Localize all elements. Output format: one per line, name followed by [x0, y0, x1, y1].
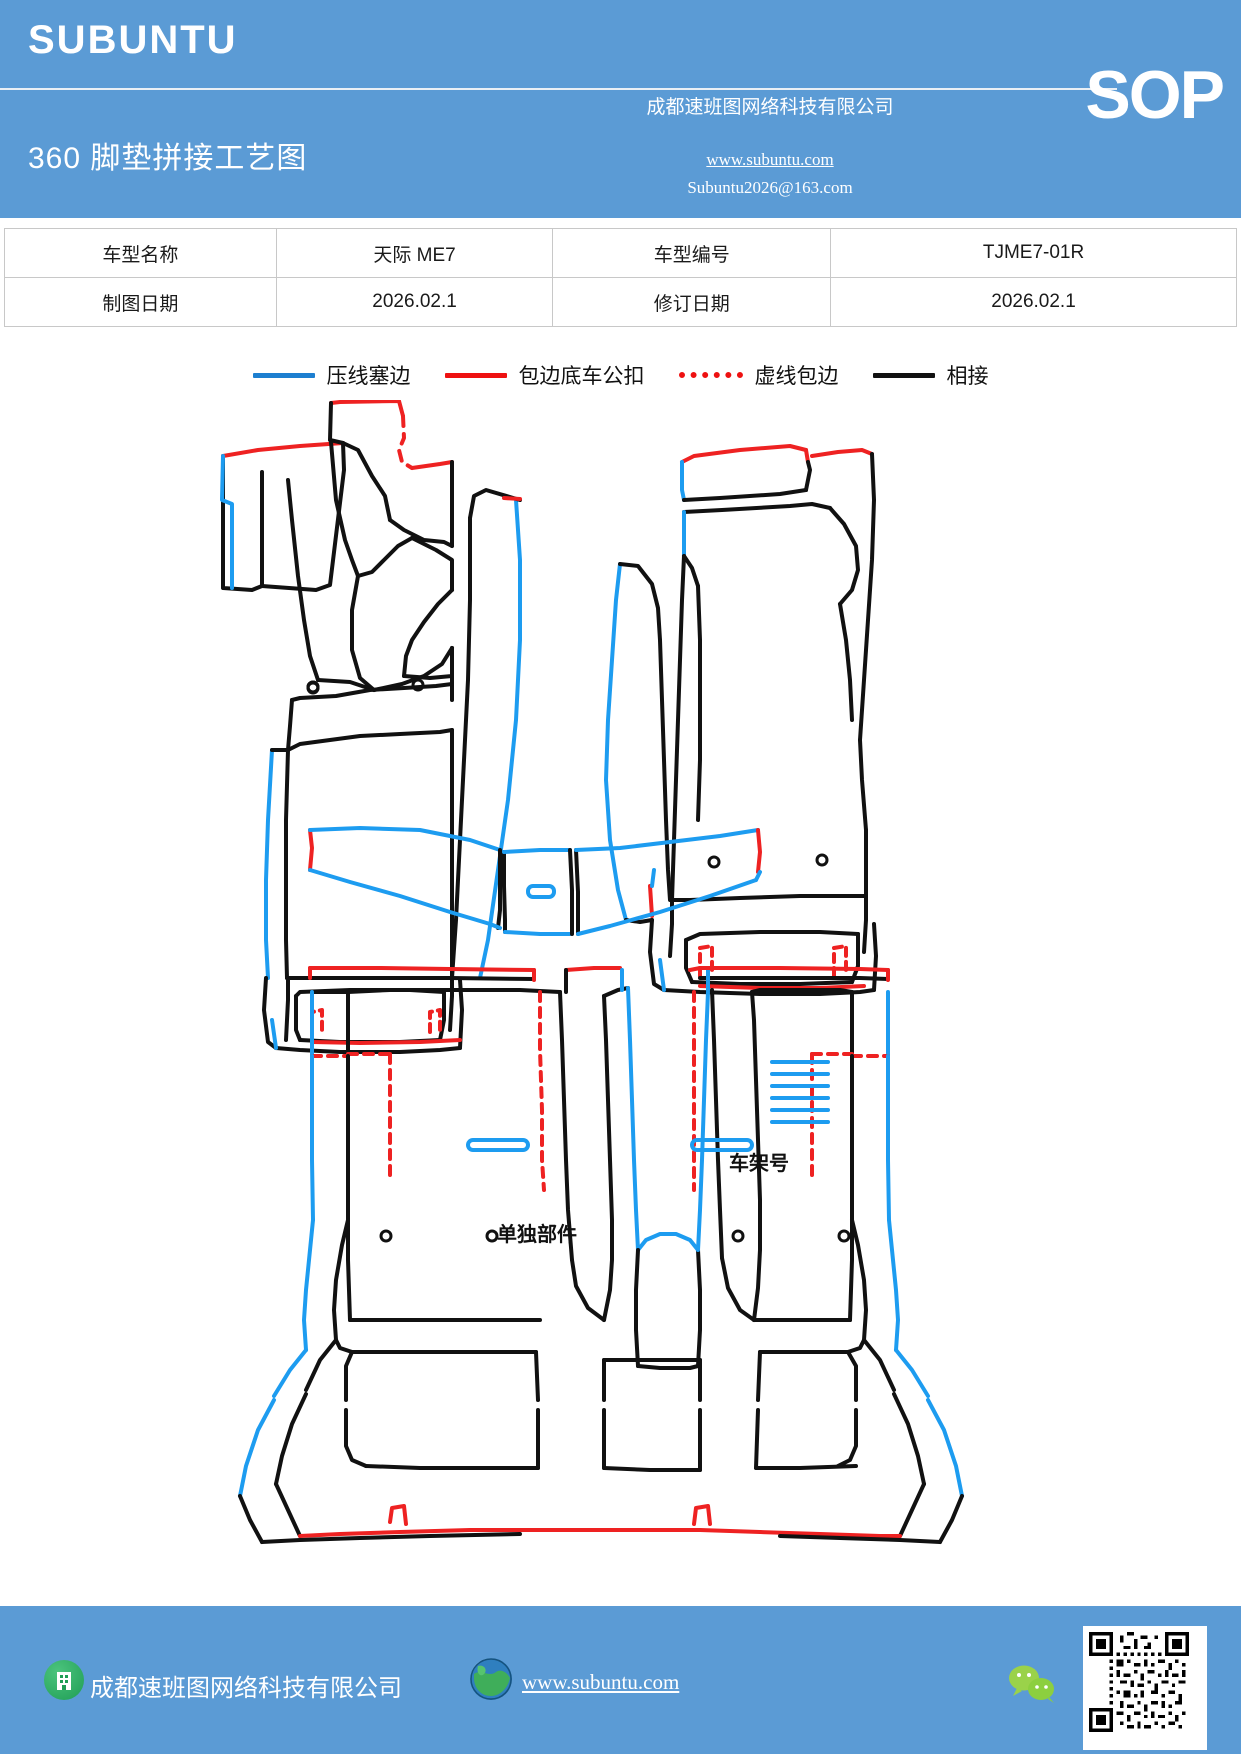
qr-code [1083, 1626, 1207, 1750]
label-model-code: 车型编号 [552, 228, 832, 278]
label-model-name: 车型名称 [4, 228, 277, 278]
value-revision-date: 2026.02.1 [830, 277, 1237, 327]
footer-company-name: 成都速班图网络科技有限公司 [90, 1675, 402, 1702]
globe-icon [470, 1658, 512, 1700]
floor-mat-technical-drawing: 车架号 单独部件 [0, 400, 1241, 1410]
legend-swatch-black-icon [872, 372, 935, 378]
building-icon [44, 1660, 84, 1700]
page-header: SUBUNTU 360 脚垫拼接工艺图 SOP 成都速班图网络科技有限公司 ww… [0, 0, 1241, 218]
annotation-separate-part: 单独部件 [497, 1224, 577, 1246]
legend-swatch-blue-icon [252, 372, 315, 378]
value-model-name: 天际 ME7 [275, 228, 554, 278]
footer-website-link[interactable]: www.subuntu.com [522, 1670, 680, 1694]
header-email: Subuntu2026@163.com [687, 178, 853, 197]
label-revision-date: 修订日期 [552, 277, 832, 327]
vehicle-info-table: 车型名称 天际 ME7 车型编号 TJME7-01R 制图日期 2026.02.… [4, 228, 1237, 327]
mat-pattern-tail-svg [238, 1392, 964, 1544]
legend-item-dotted-edge: 虚线包边 [678, 360, 839, 390]
value-model-code: TJME7-01R [830, 228, 1237, 278]
legend-label-join: 相接 [946, 365, 989, 388]
separate-part-group [308, 826, 762, 936]
legend-item-join: 相接 [872, 360, 989, 390]
legend-item-press-edge: 压线塞边 [252, 360, 411, 390]
legend-label-press-edge: 压线塞边 [326, 365, 411, 388]
globe-glyph-icon [470, 1658, 512, 1700]
legend-swatch-red-icon [444, 372, 507, 378]
rear-main-mat-group [272, 966, 930, 1402]
value-draw-date: 2026.02.1 [275, 277, 554, 327]
building-glyph-icon [57, 1672, 71, 1690]
annotation-vin: 车架号 [729, 1153, 789, 1175]
sop-badge: SOP [1085, 57, 1225, 133]
legend: 压线塞边 包边底车公扣 虚线包边 相接 [0, 355, 1241, 395]
qr-code-glyph-icon [1089, 1632, 1189, 1732]
header-website-link[interactable]: www.subuntu.com [706, 150, 834, 169]
wechat-glyph-icon [1009, 1665, 1054, 1703]
page-footer: 成都速班图网络科技有限公司 www.subuntu.com [0, 1606, 1241, 1754]
table-row: 制图日期 2026.02.1 修订日期 2026.02.1 [4, 277, 1237, 327]
page-title: 360 脚垫拼接工艺图 [28, 142, 308, 175]
legend-swatch-dotted-icon [678, 372, 743, 378]
left-front-mat-group [220, 400, 522, 980]
legend-item-buckle: 包边底车公扣 [444, 360, 645, 390]
brand-logo: SUBUNTU [28, 18, 238, 62]
header-divider [0, 88, 1117, 90]
wechat-icon [1005, 1662, 1061, 1704]
table-row: 车型名称 天际 ME7 车型编号 TJME7-01R [4, 228, 1237, 278]
right-front-mat-group [604, 444, 876, 924]
legend-label-buckle: 包边底车公扣 [518, 365, 645, 388]
right-heel-pad-group [648, 868, 878, 996]
label-draw-date: 制图日期 [4, 277, 277, 327]
mat-pattern-svg [220, 400, 930, 1402]
header-company-name: 成都速班图网络科技有限公司 [646, 97, 894, 118]
legend-label-dotted-edge: 虚线包边 [754, 365, 839, 388]
